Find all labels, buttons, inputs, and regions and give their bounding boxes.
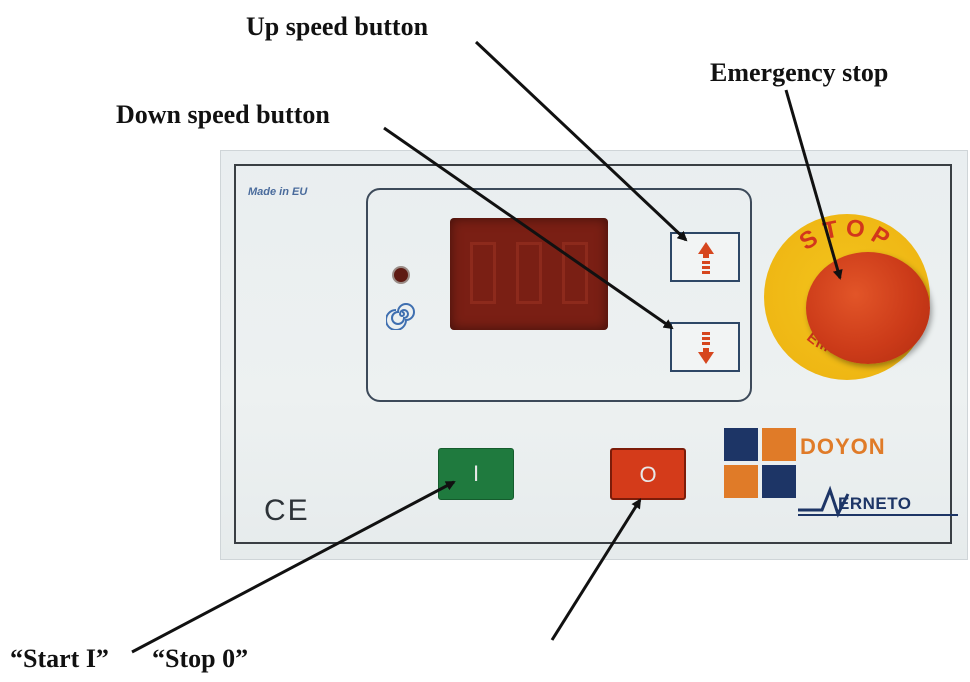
down-speed-callout: Down speed button bbox=[116, 100, 330, 129]
stop-button[interactable]: O bbox=[610, 448, 686, 500]
start-callout: “Start I” bbox=[10, 644, 109, 673]
indicator-led bbox=[394, 268, 408, 282]
brand-ferneto: ERNETO bbox=[838, 494, 912, 513]
estop-top-text: STOP bbox=[795, 214, 893, 256]
logo-square bbox=[724, 465, 758, 498]
control-panel: Made in EU bbox=[220, 150, 968, 560]
up-speed-callout: Up speed button bbox=[246, 12, 429, 41]
arrow-down-icon bbox=[698, 332, 714, 364]
logo-square bbox=[724, 428, 758, 461]
down-speed-button[interactable] bbox=[670, 322, 740, 372]
display-housing bbox=[366, 188, 752, 402]
svg-text:STOP: STOP bbox=[795, 214, 899, 256]
display-digit bbox=[516, 242, 542, 304]
spiral-icon bbox=[386, 303, 415, 330]
up-speed-button[interactable] bbox=[670, 232, 740, 282]
stop-callout: “Stop 0” bbox=[152, 644, 249, 673]
seven-segment-display bbox=[450, 218, 608, 330]
emergency-stop-button[interactable] bbox=[806, 252, 930, 364]
brand-logo bbox=[724, 428, 798, 500]
display-digit bbox=[470, 242, 496, 304]
arrow-up-icon bbox=[698, 242, 714, 274]
made-in-label: Made in EU bbox=[248, 186, 308, 198]
emergency-stop-callout: Emergency stop bbox=[710, 58, 889, 87]
start-button[interactable]: I bbox=[438, 448, 514, 500]
ce-mark: CE bbox=[264, 494, 310, 527]
display-digit bbox=[562, 242, 588, 304]
logo-square bbox=[762, 428, 796, 461]
brand-doyon: DOYON bbox=[800, 434, 886, 459]
logo-square bbox=[762, 465, 796, 498]
brand-wave-icon bbox=[798, 485, 958, 518]
